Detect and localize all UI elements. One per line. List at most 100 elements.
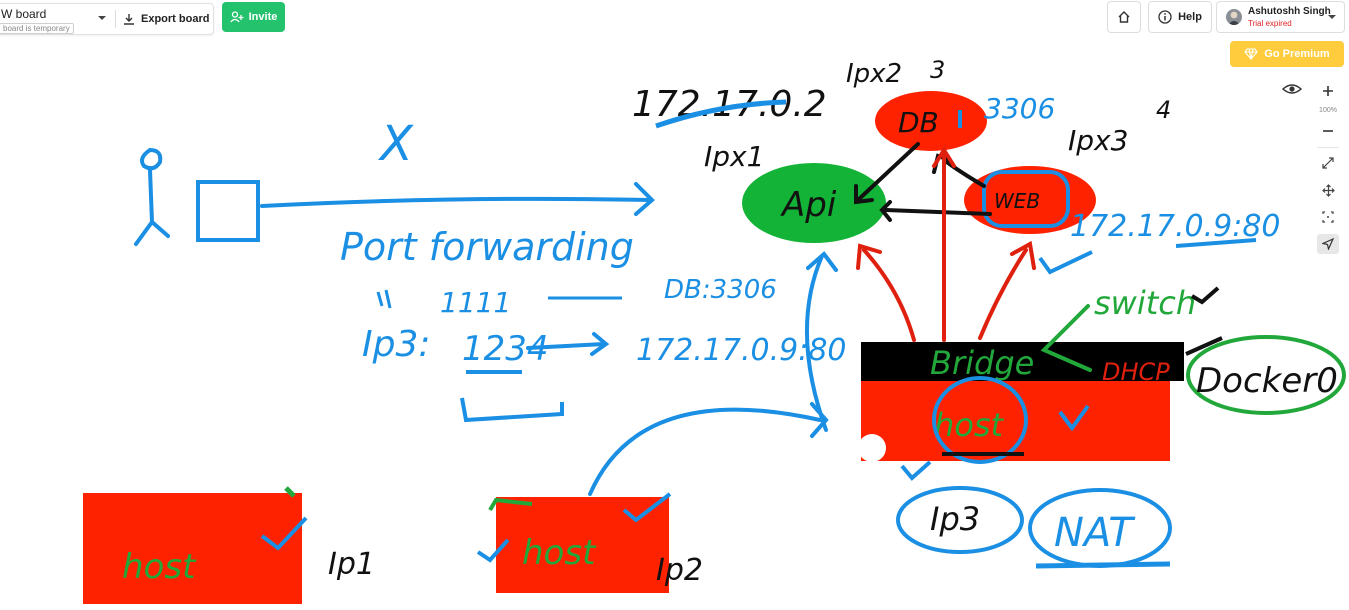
- board-name: W board: [1, 7, 47, 21]
- pointer-icon: [1322, 238, 1334, 250]
- board-selector[interactable]: W board board is temporary Export board: [0, 3, 214, 35]
- nat-underline: [1035, 561, 1171, 569]
- frame-select-button[interactable]: [1317, 207, 1339, 227]
- panel-divider: [1317, 147, 1339, 148]
- go-premium-label: Go Premium: [1264, 48, 1330, 60]
- ip3-label-text: Ip3:: [362, 324, 431, 365]
- web-ip-text: 172.17.0.9:80: [1070, 209, 1281, 244]
- help-button[interactable]: Help: [1148, 1, 1212, 33]
- forward-arrow-1234: [526, 332, 610, 356]
- container-box-drawing: [196, 180, 260, 242]
- switch-check: [1190, 286, 1220, 305]
- host-left-text: host: [122, 547, 197, 587]
- eye-icon[interactable]: [1282, 81, 1302, 97]
- ipx2-text: Ipx2: [846, 59, 902, 89]
- avatar: [1226, 9, 1242, 25]
- help-label: Help: [1178, 11, 1202, 23]
- user-menu[interactable]: Ashutoshh Singh Trial expired: [1216, 1, 1345, 33]
- export-board-button[interactable]: Export board: [123, 9, 209, 29]
- zoom-level: 100%: [1319, 107, 1337, 114]
- host-mid-text: host: [522, 533, 597, 573]
- target-ip-text: 172.17.0.9:80: [636, 333, 847, 368]
- info-icon: [1158, 10, 1172, 24]
- ip3-circle: [896, 486, 1024, 554]
- bracket-stroke: [460, 397, 564, 423]
- port-1111-text: 1111: [440, 286, 511, 319]
- toolbar-divider: [115, 10, 116, 28]
- chevron-down-icon[interactable]: [1327, 12, 1337, 22]
- host-block-middle[interactable]: [496, 497, 669, 593]
- top-ip-text: 172.17.0.2: [632, 84, 827, 125]
- top-ip-underline: [655, 99, 787, 129]
- web-ip-check: [1038, 250, 1093, 275]
- host-mid-check: [476, 538, 510, 563]
- minus-icon: [1323, 130, 1333, 132]
- web-highlight-box: [982, 170, 1070, 228]
- invite-label: Invite: [248, 11, 278, 23]
- docker0-text: Docker0: [1196, 361, 1338, 401]
- fit-to-screen-button[interactable]: [1317, 153, 1339, 173]
- host-left-check: [260, 516, 308, 551]
- user-name: Ashutoshh Singh: [1248, 6, 1331, 17]
- host-main-check: [1058, 404, 1090, 432]
- ip2-text: Ip2: [656, 553, 703, 588]
- bridge-bar[interactable]: [861, 342, 1184, 381]
- api-container-shape[interactable]: [742, 163, 886, 243]
- add-user-icon: [229, 11, 244, 23]
- port-forwarding-text: Port forwarding: [340, 225, 634, 269]
- stick-figure-drawing: [134, 148, 170, 246]
- db-3306-text: DB:3306: [664, 275, 777, 305]
- host-block-notch: [858, 434, 886, 462]
- nat-text: NAT: [1054, 510, 1136, 556]
- home-button[interactable]: [1107, 1, 1141, 33]
- go-premium-button[interactable]: Go Premium: [1230, 41, 1344, 67]
- frame-select-icon: [1322, 211, 1334, 223]
- ipx1-text: Ipx1: [704, 140, 764, 173]
- web-ip-underline: [1175, 238, 1257, 248]
- db-container-shape[interactable]: [875, 91, 987, 151]
- docker0-circle: [1186, 335, 1346, 415]
- blue-link-curves: [588, 251, 838, 496]
- plus-icon: [1323, 86, 1333, 96]
- host-block-left[interactable]: [83, 493, 302, 604]
- invite-button[interactable]: Invite: [222, 2, 285, 32]
- host-main-text: host: [934, 406, 1005, 444]
- home-icon: [1118, 11, 1130, 23]
- download-icon: [124, 14, 134, 25]
- trial-status: Trial expired: [1248, 19, 1292, 28]
- host-mid-topline: [488, 497, 533, 512]
- dhcp-text: DHCP: [1102, 358, 1170, 386]
- num-4-text: 4: [1156, 96, 1171, 124]
- bridge-text: Bridge: [930, 344, 1034, 382]
- tick-mark-stroke: [376, 289, 392, 309]
- web-label-text: WEB: [994, 189, 1040, 213]
- db-port-text: 3306: [984, 92, 1055, 125]
- num-3-text: 3: [930, 56, 945, 84]
- api-label-text: Api: [780, 185, 837, 225]
- cross-mark-text: X: [377, 116, 414, 172]
- laser-pointer-button[interactable]: [1317, 234, 1339, 254]
- host-main-circle: [932, 376, 1028, 464]
- host-to-ip3-stroke: [900, 460, 932, 481]
- diamond-icon: [1244, 48, 1258, 60]
- pan-tool-button[interactable]: [1317, 180, 1339, 200]
- switch-text: switch: [1094, 284, 1196, 322]
- ipx3-text: Ipx3: [1068, 124, 1128, 157]
- ip1-text: Ip1: [328, 547, 375, 582]
- zoom-in-button[interactable]: [1317, 81, 1339, 101]
- web-container-shape[interactable]: [964, 166, 1096, 234]
- host-left-mark: [284, 486, 296, 498]
- zoom-out-button[interactable]: [1317, 121, 1339, 141]
- chevron-down-icon[interactable]: [97, 13, 107, 23]
- switch-arrow: [1040, 304, 1092, 372]
- move-icon: [1321, 183, 1335, 197]
- host-mid-check-2: [622, 492, 672, 523]
- docker0-link: [1185, 336, 1223, 356]
- board-temporary-badge: board is temporary: [0, 23, 74, 34]
- export-board-label: Export board: [141, 13, 210, 25]
- bridge-red-arrows: [856, 146, 1036, 342]
- ip3-circle-text: Ip3: [930, 500, 980, 538]
- port-forward-arrow: [260, 182, 655, 216]
